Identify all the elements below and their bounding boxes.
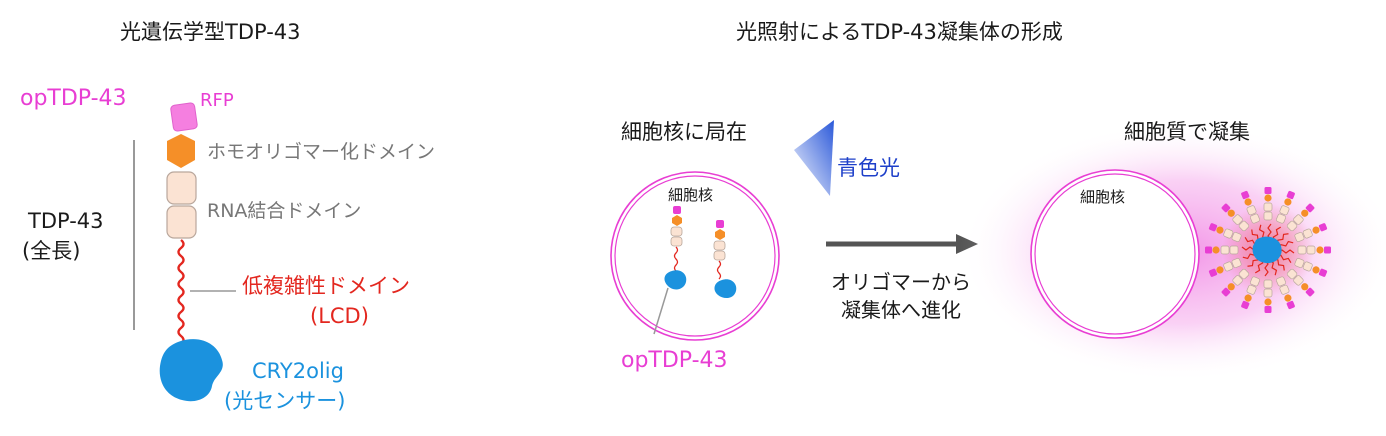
cry-label-line1: CRY2olig bbox=[252, 359, 344, 383]
lcd-label-line2: (LCD) bbox=[310, 304, 369, 328]
blue-light-label: 青色光 bbox=[837, 156, 900, 180]
aggregate-molecule bbox=[1269, 190, 1295, 245]
aggregate-molecule bbox=[1273, 245, 1331, 255]
rna-box-1 bbox=[166, 171, 197, 205]
aggregate-molecule bbox=[1271, 254, 1315, 297]
oligomer-domain-label: ホモオリゴマー化ドメイン bbox=[207, 141, 436, 163]
nucleus-1-outer bbox=[610, 171, 780, 341]
optdp-left-label: opTDP-43 bbox=[20, 86, 127, 111]
left-title: 光遺伝学型TDP-43 bbox=[120, 20, 301, 44]
optdp-pointer-line bbox=[653, 287, 669, 335]
optdp-right-label: opTDP-43 bbox=[621, 348, 728, 373]
nucleus-2-inner bbox=[1034, 173, 1196, 335]
aggregate-molecule bbox=[1241, 255, 1267, 310]
tdp-full-line1: TDP-43 bbox=[28, 209, 104, 233]
nucleus-2-outer bbox=[1030, 169, 1200, 339]
aggregate-molecule bbox=[1263, 187, 1273, 245]
tdp-full-line2: (全長) bbox=[22, 239, 81, 263]
nucleus-localized-label: 細胞核に局在 bbox=[621, 120, 747, 144]
aggregate-cluster bbox=[1205, 187, 1331, 313]
cry2olig-blob bbox=[159, 339, 223, 402]
lcd-label-line1: 低複雑性ドメイン bbox=[242, 274, 410, 298]
oligomer-hexagon bbox=[167, 134, 195, 168]
nucleus-1-inner bbox=[614, 175, 776, 337]
aggregate-molecule bbox=[1208, 250, 1263, 277]
cytoplasm-agg-label: 細胞質で凝集 bbox=[1124, 120, 1250, 144]
aggregate-molecule bbox=[1221, 253, 1264, 297]
arrow-label-line2: 凝集体へ進化 bbox=[841, 298, 961, 322]
rfp-block bbox=[170, 102, 198, 132]
aggregate-molecule bbox=[1263, 255, 1273, 313]
aggregate-molecule bbox=[1272, 203, 1315, 247]
optdp-molecule-b bbox=[713, 220, 737, 299]
lcd-wave bbox=[177, 239, 185, 345]
right-title: 光照射によるTDP-43凝集体の形成 bbox=[736, 20, 1063, 44]
rna-domain-label: RNA結合ドメイン bbox=[207, 200, 362, 222]
aggregate-molecule bbox=[1273, 223, 1328, 250]
aggregate-molecule bbox=[1273, 251, 1328, 277]
optdp-molecule-a bbox=[664, 206, 687, 290]
aggregate-molecule bbox=[1221, 203, 1265, 246]
blue-light-beam bbox=[794, 120, 834, 196]
rfp-label: RFP bbox=[200, 90, 234, 111]
aggregate-molecule bbox=[1205, 245, 1263, 255]
arrow-label-line1: オリゴマーから bbox=[831, 270, 971, 294]
nucleus-label-2: 細胞核 bbox=[1080, 188, 1126, 206]
aggregate-core bbox=[1252, 236, 1282, 264]
rna-box-2 bbox=[166, 205, 197, 239]
aggregate-molecule bbox=[1268, 255, 1295, 310]
cry-label-line2: (光センサー) bbox=[224, 389, 346, 413]
nucleus-label-1: 細胞核 bbox=[668, 186, 714, 204]
